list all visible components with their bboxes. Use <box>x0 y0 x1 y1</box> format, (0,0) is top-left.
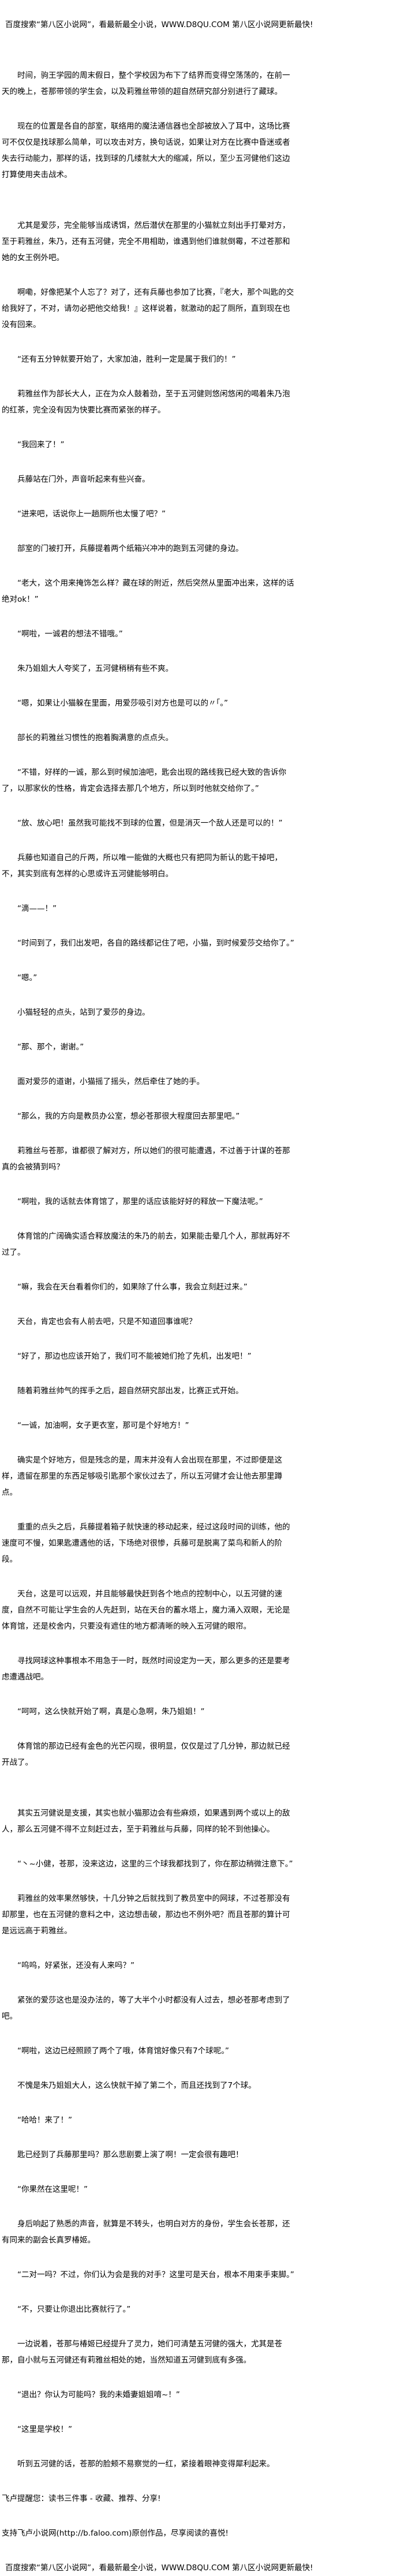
paragraph: “老大，这个用来掩饰怎么样？藏在球的附近，然后突然从里面冲出来，这样的话绝对ok… <box>2 579 294 604</box>
paragraph: 其实五河健说是支援，其实也就小猫那边会有些麻烦，如果遇到两个或以上的敌人，那么五… <box>2 1809 290 1834</box>
paragraph: “啊啦，我的话就去体育馆了，那里的话应该能好好的释放一下魔法呢。” <box>17 1197 263 1206</box>
paragraph: “进来吧，话说你上一趟厕所也太慢了吧？” <box>17 509 166 519</box>
paragraph: 部室的门被打开，兵藤提着两个纸箱兴冲冲的跑到五河健的身边。 <box>17 544 244 553</box>
paragraph: 天台，肯定也会有人前去吧，只是不知道回事谁呢？ <box>17 1317 197 1326</box>
support-note: 支持飞卢小说网(http://b.faloo.com)原创作品，尽享阅读的喜悦! <box>2 2529 229 2538</box>
paragraph: “这里是学校！” <box>17 2425 72 2434</box>
paragraph: “哈哈！来了！” <box>17 2116 72 2125</box>
paragraph: “呵呵，这么快就开始了啊，真是心急啊，朱乃姐姐！” <box>17 1707 205 1716</box>
paragraph: 朱乃姐姐大人夸奖了，五河健稍稍有些不爽。 <box>17 664 173 673</box>
paragraph: “丶~小健，苍那，没来这边，这里的三个球我都找到了，你在那边稍微注意下。” <box>17 1859 293 1869</box>
paragraph: 身后响起了熟悉的声音，就算是不转头，也明白对方的身份，学生会长苍那，还有同来的副… <box>2 2219 290 2245</box>
paragraph: 不愧是朱乃姐姐大人，这么快就干掉了第二个，而且还找到了7个球。 <box>17 2081 256 2090</box>
paragraph: “我回来了！” <box>17 440 65 449</box>
paragraph: 紧张的爱莎这也是没办法的，等了大半个小时都没有人过去，想必苍那考虑到了吧。 <box>2 1996 290 2021</box>
chapter-body: 时间，驹王学园的周末假日，整个学校因为布下了结界而变得空荡荡的，在前一天的晚上，… <box>2 68 295 2472</box>
paragraph: 时间，驹王学园的周末假日，整个学校因为布下了结界而变得空荡荡的，在前一天的晚上，… <box>2 71 290 96</box>
paragraph: “二对一吗？不过，你们认为会是我的对手？这里可是天台，根本不用束手束脚。” <box>17 2270 294 2279</box>
paragraph: 啊嘞，好像把某个人忘了？对了，还有兵藤也参加了比赛，『老大，那个叫匙的交给我好了… <box>2 288 294 329</box>
reminder-note: 飞卢提醒您：读书三件事 - 收藏、推荐、分享! <box>2 2494 161 2503</box>
paragraph: “好了，那边也应该开始了，我们可不能被她们抢了先机，出发吧！” <box>17 1352 252 1361</box>
paragraph: 重重的点头之后，兵藤提着箱子就快速的移动起来，经过这段时间的训练，他的速度可不慢… <box>2 1523 290 1564</box>
paragraph: “时间到了，我们出发吧，各自的路线都记住了吧，小猫，到时候爱莎交给你了。” <box>17 939 294 948</box>
paragraph: 部长的莉雅丝习惯性的抱着胸满意的点点头。 <box>17 733 173 743</box>
paragraph: “不，只要让你退出比赛就行了。” <box>17 2305 131 2314</box>
paragraph: 现在的位置是各自的部室，联络用的魔法通信器也全部被放入了耳中，这场比赛可不仅仅是… <box>2 122 290 179</box>
paragraph: “退出？你认为可能吗？我的未婚妻姐姐唷~！” <box>17 2390 180 2399</box>
paragraph: 莉雅丝与苍那，谁都很了解对方，所以她们的很可能遭遇，不过善于计谋的苍那真的会被猜… <box>2 1146 290 1172</box>
paragraph: “啊啦，一诚君的想法不错哦。” <box>17 629 123 639</box>
chapter-page: 百度搜索“第八区小说网”，看最新最全小说，WWW.D8QU.COM 第八区小说网… <box>2 20 313 2573</box>
paragraph: “放、放心吧！虽然我可能找不到球的位置，但是消灭一个敌人还是可以的！” <box>17 819 283 828</box>
paragraph: 体育馆的那边已经有金色的光芒闪现，很明显，仅仅是过了几分钟，那边就已经开战了。 <box>2 1742 290 1767</box>
paragraph: 尤其是爱莎，完全能够当成诱饵，然后潜伏在那里的小猫就立刻出手打晕对方，至于莉雅丝… <box>2 221 290 263</box>
paragraph: 寻找网球这种事根本不用急于一时，既然时间设定为一天，那么更多的还是要考虑遭遇战吧… <box>2 1656 290 1682</box>
paragraph: 小猫轻轻的点头，站到了爱莎的身边。 <box>17 1008 150 1017</box>
site-banner-bottom: 百度搜索“第八区小说网”，看最新最全小说，WWW.D8QU.COM 第八区小说网… <box>5 2563 313 2573</box>
paragraph: “嗯。” <box>17 973 38 983</box>
paragraph: 确实是个好地方，但是残念的是，周末并没有人会出现在那里，不过即便是这样，遗留在那… <box>2 1456 282 1497</box>
paragraph: “那么，我的方向是教员办公室，想必苍那很大程度回去那里吧。” <box>17 1112 240 1121</box>
paragraph: “一诚，加油啊，女子更衣室，那可是个好地方！” <box>17 1421 189 1430</box>
paragraph: “你果然在这里呢！” <box>17 2185 88 2194</box>
paragraph: 随着莉雅丝帅气的挥手之后，超自然研究部出发，比赛正式开始。 <box>17 1386 244 1396</box>
paragraph: 莉雅丝的效率果然够快，十几分钟之后就找到了教员室中的网球，不过苍那没有却那里，也… <box>2 1894 290 1936</box>
paragraph: 一边说着，苍那与椿姬已经提升了灵力，她们可清楚五河健的强大，尤其是苍那，自小就与… <box>2 2339 282 2365</box>
paragraph: “嗯，如果让小猫躲在里面，用爱莎吸引对方也是可以的〃｢。” <box>17 699 228 708</box>
paragraph: 听到五河健的话，苍那的脸颊不易察觉的一红，紧接着眼神变得犀利起来。 <box>17 2459 275 2469</box>
paragraph: “嘛，我会在天台看着你们的，如果除了什么事，我会立刻赶过来。” <box>17 1283 248 1292</box>
paragraph: “啊啦，这边已经照顾了两个了哦，体育馆好像只有7个球呢。” <box>17 2046 229 2056</box>
paragraph: 兵藤也知道自己的斤两，所以唯一能做的大概也只有把同为新认的匙干掉吧，不，其实到底… <box>2 853 282 879</box>
paragraph: 兵藤站在门外，声音听起来有些兴奋。 <box>17 475 150 484</box>
paragraph: 面对爱莎的道谢，小猫摇了摇头，然后牵住了她的手。 <box>17 1077 204 1086</box>
paragraph: “还有五分钟就要开始了，大家加油，胜利一定是属于我们的！” <box>17 355 236 364</box>
paragraph: “那、那个，谢谢。” <box>17 1043 84 1052</box>
paragraph: “滴——！” <box>17 904 57 913</box>
paragraph: “呜呜，好紧张，还没有人来吗？” <box>17 1961 134 1970</box>
paragraph: 天台，这是可以远观，并且能够最快赶到各个地点的控制中心，以五河健的速度，自然不可… <box>2 1589 290 1631</box>
paragraph: 体育馆的广阔确实适合释放魔法的朱乃的前去，如果能击晕几个人，那就再好不过了。 <box>2 1232 290 1257</box>
site-banner-top: 百度搜索“第八区小说网”，看最新最全小说，WWW.D8QU.COM 第八区小说网… <box>5 20 313 29</box>
paragraph: 匙已经到了兵藤那里吗？那么悲剧要上演了啊！一定会很有趣吧！ <box>17 2150 244 2159</box>
paragraph: “不错，好样的一诚，那么到时候加油吧，匙会出现的路线我已经大致的告诉你了，以那家… <box>2 768 286 793</box>
paragraph: 莉雅丝作为部长大人，正在为众人鼓着劲，至于五河健则悠闲悠闲的喝着朱乃泡的红茶，完… <box>2 389 290 415</box>
